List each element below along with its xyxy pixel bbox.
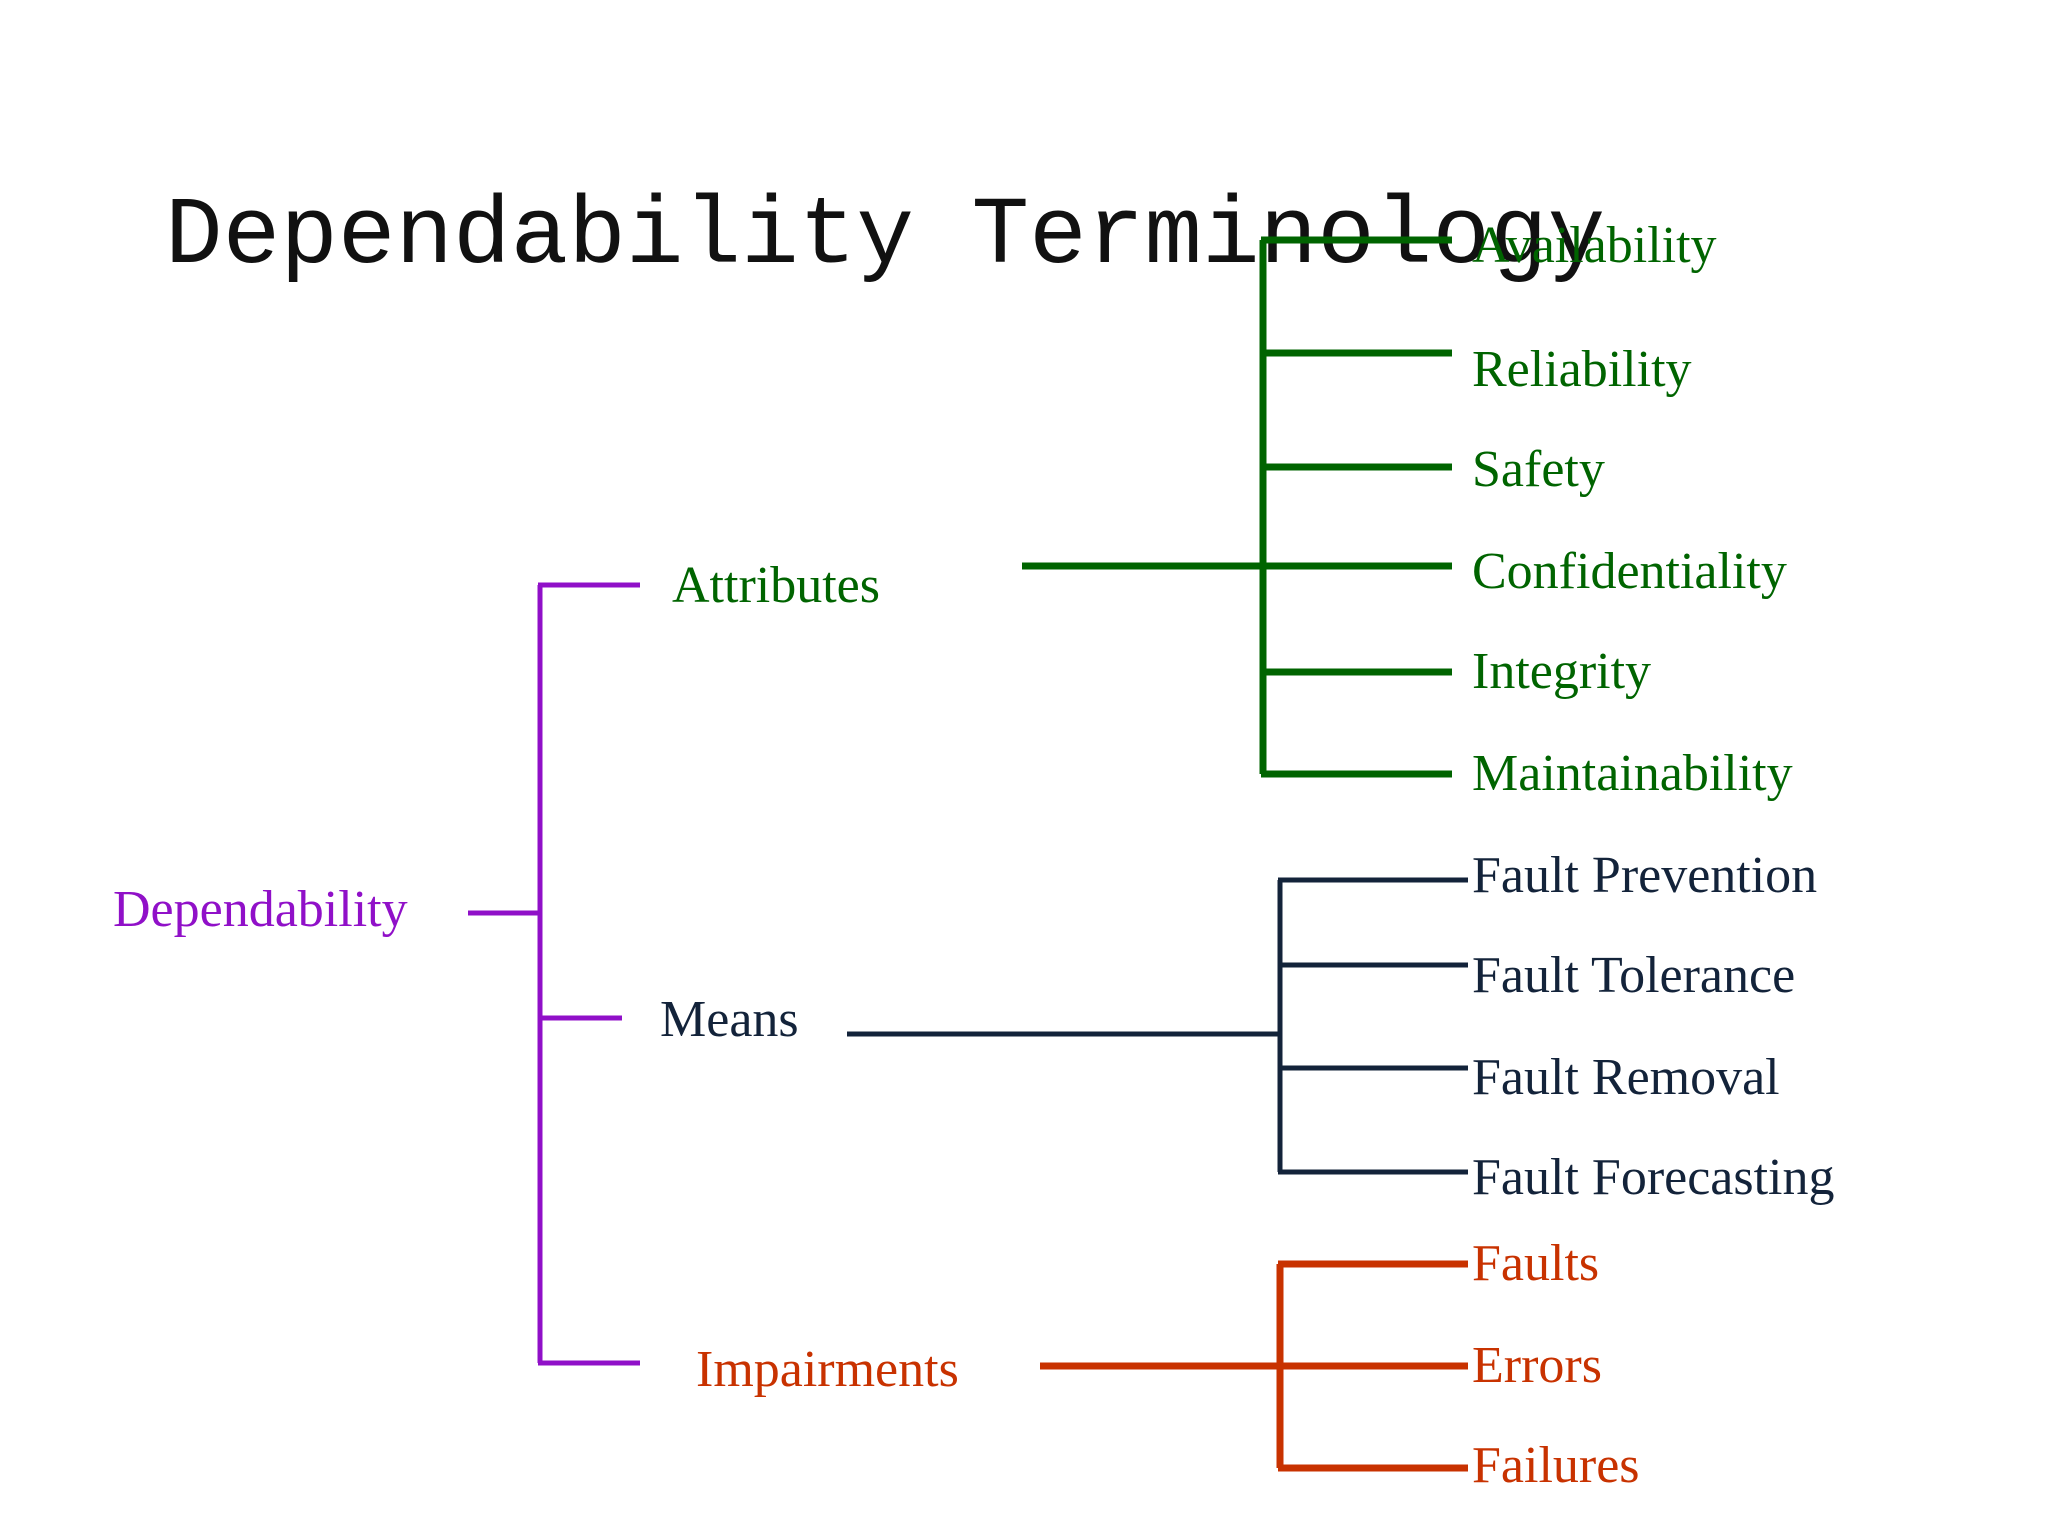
- attributes-connector-lines: [1022, 236, 1452, 778]
- branch-label-impairments: Impairments: [696, 1341, 959, 1398]
- leaf-label-safety: Safety: [1472, 441, 1605, 498]
- leaf-label-integrity: Integrity: [1472, 643, 1651, 700]
- branch-label-attributes: Attributes: [672, 557, 880, 614]
- leaf-label-faults: Faults: [1472, 1235, 1599, 1292]
- means-connector-lines: [847, 877, 1468, 1175]
- impairments-connector-lines: [1040, 1260, 1468, 1472]
- leaf-label-fault-removal: Fault Removal: [1472, 1049, 1780, 1106]
- root-connector-lines: [468, 582, 640, 1366]
- leaf-label-confidentiality: Confidentiality: [1472, 543, 1787, 600]
- leaf-label-maintainability: Maintainability: [1472, 745, 1793, 802]
- impairments-children: Faults Errors Failures: [1472, 1235, 1640, 1494]
- leaf-label-failures: Failures: [1472, 1437, 1640, 1494]
- leaf-label-errors: Errors: [1472, 1337, 1602, 1394]
- leaf-label-fault-tolerance: Fault Tolerance: [1472, 947, 1795, 1004]
- leaf-label-fault-forecasting: Fault Forecasting: [1472, 1149, 1835, 1206]
- attributes-children: Availability Reliability Safety Confiden…: [1472, 217, 1793, 802]
- leaf-label-fault-prevention: Fault Prevention: [1472, 847, 1817, 904]
- root-label-dependability: Dependability: [113, 881, 408, 938]
- branch-label-means: Means: [660, 991, 799, 1048]
- leaf-label-availability: Availability: [1472, 217, 1717, 274]
- means-children: Fault Prevention Fault Tolerance Fault R…: [1472, 847, 1835, 1206]
- leaf-label-reliability: Reliability: [1472, 341, 1692, 398]
